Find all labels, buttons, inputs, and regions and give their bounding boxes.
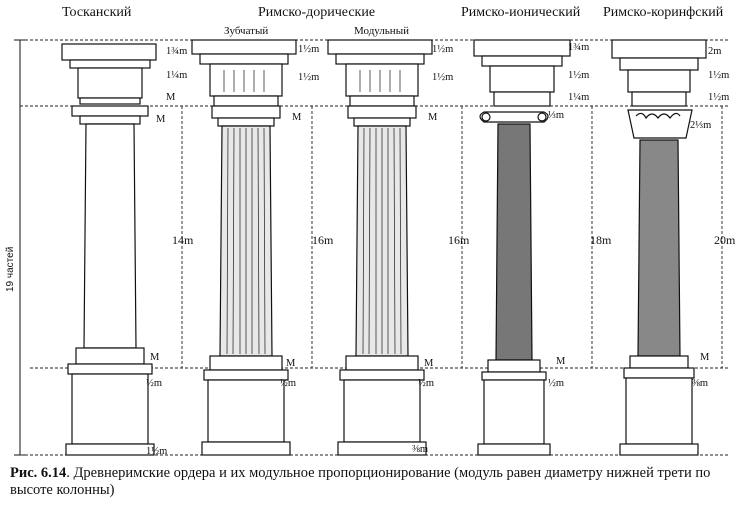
ionic-dim-pedestal-cap: ½m xyxy=(548,378,564,389)
corinthian-dim-cornice: 2m xyxy=(708,46,721,57)
modillion-flutes xyxy=(359,70,402,355)
ionic-dim-frieze: 1½m xyxy=(568,70,589,81)
ionic-dim-capital: ⅓m xyxy=(548,110,564,121)
header-modillion: Модульный xyxy=(354,25,409,37)
corinthian-dim-shaft: 20m xyxy=(714,233,736,247)
column-corinthian xyxy=(611,39,707,456)
corinthian-dim-base: M xyxy=(700,352,710,363)
ionic-dim-architrave: 1¼m xyxy=(568,92,589,103)
ionic-dim-base: M xyxy=(556,356,566,367)
tuscan-dim-entablature-top: 1¾m xyxy=(166,46,187,57)
dentil-flutes xyxy=(223,70,266,355)
caption-text: . Древнеримские ордера и их модульное пр… xyxy=(10,465,711,498)
column-doric-modillion xyxy=(327,39,433,456)
tuscan-dim-base: M xyxy=(150,352,160,363)
height-dims xyxy=(181,106,723,368)
ionic-dim-shaft: 18m xyxy=(590,233,612,247)
doric-modillion-dim-capital: M xyxy=(428,112,438,123)
corinthian-dim-capital: 2⅓m xyxy=(690,120,711,131)
tuscan-dim-shaft: 14m xyxy=(172,233,194,247)
doric-modillion-dim-frieze: 1½m xyxy=(432,72,453,83)
doric-modillion-dim-cornice: 1½m xyxy=(432,44,453,55)
doric-dentil-dim-shaft: 16m xyxy=(312,233,334,247)
tuscan-dim-capital: M xyxy=(156,114,166,125)
doric-dentil-dim-frieze: 1½m xyxy=(298,72,319,83)
column-doric-dentil xyxy=(191,39,297,456)
tuscan-dim-pedestal-base: 1½m xyxy=(146,446,167,457)
figure-caption: Рис. 6.14. Древнеримские ордера и их мод… xyxy=(10,465,745,499)
doric-modillion-dim-pedestal-cap: ½m xyxy=(418,378,434,389)
doric-dentil-dim-capital: M xyxy=(292,112,302,123)
doric-dentil-dim-base: M xyxy=(286,358,296,369)
header-tuscan: Тосканский xyxy=(62,5,132,20)
tuscan-dim-architrave: M xyxy=(166,92,176,103)
header-doric: Римско-дорические xyxy=(258,5,375,20)
doric-modillion-dim-pedestal-base: ⅜m xyxy=(412,444,428,455)
tuscan-dim-pedestal-cap: ½m xyxy=(146,378,162,389)
corinthian-dim-frieze: 1½m xyxy=(708,70,729,81)
doric-dentil-dim-cornice: 1½m xyxy=(298,44,319,55)
header-ionic: Римско-ионический xyxy=(461,5,581,20)
overall-height-marker: 19 частей xyxy=(5,39,26,456)
doric-dentil-dim-pedestal-cap: ½m xyxy=(280,378,296,389)
corinthian-dim-architrave: 1½m xyxy=(708,92,729,103)
doric-modillion-dim-base: M xyxy=(424,358,434,369)
header-dentil: Зубчатый xyxy=(224,25,268,37)
side-label: 19 частей xyxy=(5,247,16,292)
doric-modillion-dim-shaft: 16m xyxy=(448,233,470,247)
corinthian-dim-pedestal-cap: ⅜m xyxy=(692,378,708,389)
column-tuscan xyxy=(61,43,157,456)
header-corinthian: Римско-коринфский xyxy=(603,5,724,20)
ionic-dim-cornice: 1¾m xyxy=(568,42,589,53)
tuscan-dim-frieze: 1¼m xyxy=(166,70,187,81)
caption-prefix: Рис. 6.14 xyxy=(10,465,67,481)
column-ionic xyxy=(473,39,571,456)
orders-diagram: Тосканский Римско-дорические Римско-иони… xyxy=(5,5,736,457)
